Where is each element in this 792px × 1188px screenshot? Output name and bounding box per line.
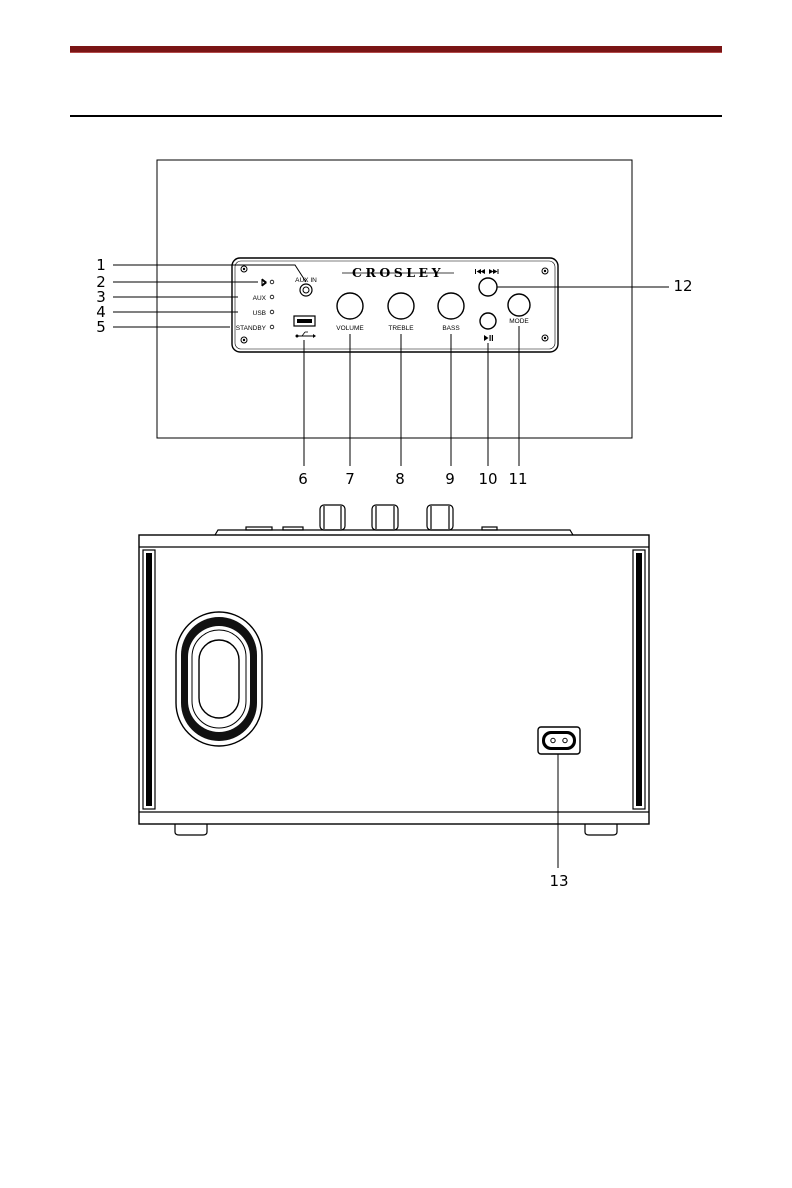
left-side-panel — [143, 550, 155, 809]
play-pause-icon — [484, 335, 493, 341]
callout-12: 12 — [673, 277, 692, 295]
power-inlet-icon[interactable] — [538, 727, 580, 754]
mode-label: MODE — [509, 318, 529, 325]
usb-led — [270, 310, 274, 314]
callout-11: 11 — [508, 470, 527, 488]
callout-8: 8 — [395, 470, 405, 488]
usb-icon — [296, 332, 317, 338]
volume-label: VOLUME — [336, 325, 364, 332]
aux-led-label: AUX — [253, 295, 267, 302]
callout-6: 6 — [298, 470, 308, 488]
callout-7: 7 — [345, 470, 355, 488]
play-pause-button[interactable] — [480, 313, 496, 329]
brand-logo: CROSLEY — [352, 265, 444, 280]
standby-led — [270, 325, 274, 329]
treble-label: TREBLE — [388, 325, 414, 332]
bass-port — [176, 612, 262, 746]
volume-knob[interactable] — [337, 293, 363, 319]
bluetooth-led — [270, 280, 274, 284]
leader-lines — [113, 265, 669, 868]
bass-knob[interactable] — [438, 293, 464, 319]
bluetooth-icon — [262, 279, 266, 286]
treble-knob[interactable] — [388, 293, 414, 319]
top-knobs-profile — [215, 505, 573, 535]
aux-in-label: AUX IN — [295, 277, 317, 284]
callout-10: 10 — [478, 470, 497, 488]
mode-button[interactable] — [508, 294, 530, 316]
skip-back-icon — [475, 269, 485, 274]
callout-13: 13 — [549, 872, 568, 890]
standby-led-label: STANDBY — [236, 325, 267, 332]
skip-forward-icon — [489, 269, 499, 274]
aux-in-jack[interactable] — [300, 284, 312, 296]
callout-5: 5 — [96, 318, 106, 336]
bass-label: BASS — [442, 325, 460, 332]
aux-led — [270, 295, 274, 299]
top-view-outline — [157, 160, 632, 438]
right-side-panel — [633, 550, 645, 809]
skip-button[interactable] — [479, 278, 497, 296]
cabinet-feet — [175, 824, 617, 835]
usb-led-label: USB — [253, 310, 266, 317]
callout-1: 1 — [96, 256, 106, 274]
callout-9: 9 — [445, 470, 455, 488]
